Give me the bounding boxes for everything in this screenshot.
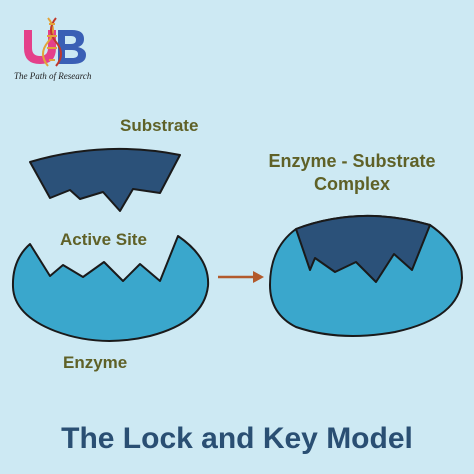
logo-tagline: The Path of Research <box>14 71 92 81</box>
logo-letter-u <box>24 30 56 64</box>
reaction-arrow <box>218 271 264 283</box>
dna-icon <box>42 17 62 67</box>
substrate-label: Substrate <box>120 116 199 135</box>
substrate-shape <box>29 147 181 212</box>
logo-letter-b <box>58 30 86 64</box>
logo-mark <box>24 17 86 67</box>
enzyme-shape <box>11 235 210 342</box>
page-title: The Lock and Key Model <box>61 422 413 455</box>
active-site-label: Active Site <box>60 230 147 249</box>
enzyme-label: Enzyme <box>63 353 128 372</box>
complex-label: Enzyme - Substrate Complex <box>268 151 436 194</box>
complex-substrate-shape <box>295 214 431 283</box>
